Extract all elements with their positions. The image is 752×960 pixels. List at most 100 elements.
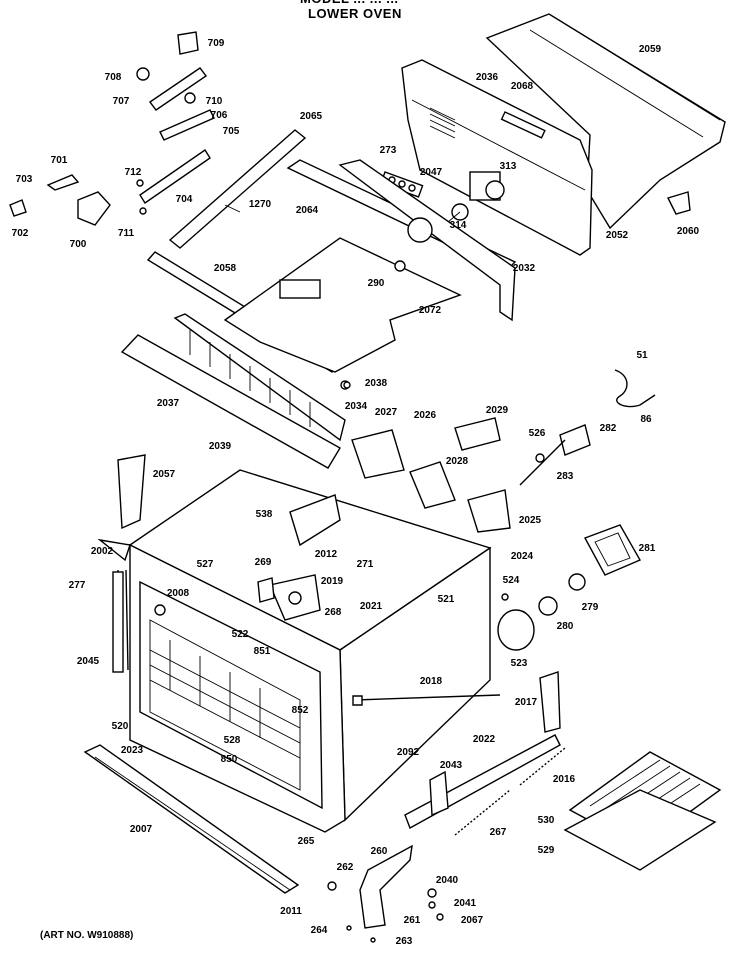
vent-panel-2037 <box>120 313 346 469</box>
callout-86: 86 <box>640 414 652 425</box>
callout-2040: 2040 <box>435 875 459 886</box>
relay-313 <box>447 171 505 223</box>
callout-2072: 2072 <box>418 305 442 316</box>
callout-2021: 2021 <box>359 601 383 612</box>
callout-2027: 2027 <box>374 407 398 418</box>
callout-701: 701 <box>50 155 68 166</box>
callout-521: 521 <box>437 594 455 605</box>
callout-2026: 2026 <box>413 410 437 421</box>
callout-852: 852 <box>291 705 309 716</box>
callout-2057: 2057 <box>152 469 176 480</box>
callout-1270: 1270 <box>248 199 272 210</box>
callout-538: 538 <box>255 509 273 520</box>
latch-parts-704 <box>136 31 215 215</box>
callout-2045: 2045 <box>76 656 100 667</box>
callout-2037: 2037 <box>156 398 180 409</box>
callout-704: 704 <box>175 194 193 205</box>
sensor-282 <box>519 424 591 486</box>
callout-707: 707 <box>112 96 130 107</box>
callout-851: 851 <box>253 646 271 657</box>
brace-2057 <box>117 454 146 530</box>
callout-2011: 2011 <box>280 906 302 917</box>
callout-702: 702 <box>11 228 29 239</box>
callout-2025: 2025 <box>518 515 542 526</box>
light-assembly <box>497 524 641 651</box>
callout-2002: 2002 <box>90 546 114 557</box>
callout-283: 283 <box>556 471 574 482</box>
callout-522: 522 <box>231 629 249 640</box>
callout-2067: 2067 <box>460 915 484 926</box>
rod-2018 <box>354 694 501 701</box>
duct-parts <box>289 417 511 547</box>
callout-2036: 2036 <box>475 72 499 83</box>
callout-2059: 2059 <box>638 44 662 55</box>
callout-260: 260 <box>370 846 388 857</box>
callout-267: 267 <box>489 827 507 838</box>
callout-703: 703 <box>15 174 33 185</box>
callout-2018: 2018 <box>419 676 443 687</box>
callout-706: 706 <box>210 110 228 121</box>
art-number: (ART NO. W910888) <box>40 930 134 941</box>
callout-290: 290 <box>367 278 385 289</box>
callout-2007: 2007 <box>129 824 153 835</box>
callout-2028: 2028 <box>445 456 469 467</box>
oven-cavity-box <box>97 469 492 833</box>
callout-2058: 2058 <box>213 263 237 274</box>
callout-524: 524 <box>502 575 520 586</box>
callout-263: 263 <box>395 936 413 947</box>
callout-282: 282 <box>599 423 617 434</box>
callout-712: 712 <box>124 167 142 178</box>
callout-527: 527 <box>196 559 214 570</box>
door-hinge-260 <box>327 844 444 943</box>
diagram-subtitle: LOWER OVEN <box>308 6 402 21</box>
callout-2064: 2064 <box>295 205 319 216</box>
callout-705: 705 <box>222 126 240 137</box>
callout-528: 528 <box>223 735 241 746</box>
callout-700: 700 <box>69 239 87 250</box>
bracket-2065 <box>168 129 307 249</box>
callout-313: 313 <box>499 161 517 172</box>
callout-271: 271 <box>356 559 374 570</box>
callout-520: 520 <box>111 721 129 732</box>
callout-2008: 2008 <box>166 588 190 599</box>
callout-2038: 2038 <box>364 378 388 389</box>
callout-529: 529 <box>537 845 555 856</box>
callout-850: 850 <box>220 754 238 765</box>
callout-277: 277 <box>68 580 86 591</box>
trim-2045 <box>112 571 124 673</box>
callout-51: 51 <box>636 350 648 361</box>
callout-269: 269 <box>254 557 272 568</box>
callout-2017: 2017 <box>514 697 538 708</box>
switch-2019 <box>257 574 321 621</box>
callout-2043: 2043 <box>439 760 463 771</box>
trim-2007 <box>83 744 300 894</box>
callout-2065: 2065 <box>299 111 323 122</box>
callout-2022: 2022 <box>472 734 496 745</box>
callout-2068: 2068 <box>510 81 534 92</box>
callout-281: 281 <box>638 543 656 554</box>
spring-2016 <box>519 747 566 786</box>
latch-assembly-700 <box>9 174 111 226</box>
callout-2047: 2047 <box>419 167 443 178</box>
callout-2029: 2029 <box>485 405 509 416</box>
callout-262: 262 <box>336 862 354 873</box>
callout-2041: 2041 <box>453 898 477 909</box>
callout-2019: 2019 <box>320 576 344 587</box>
callout-2012: 2012 <box>314 549 338 560</box>
callout-2016: 2016 <box>552 774 576 785</box>
callout-2060: 2060 <box>676 226 700 237</box>
bracket-2017 <box>539 671 561 733</box>
callout-2032: 2032 <box>512 263 536 274</box>
top-cover-2059 <box>485 13 726 230</box>
callout-708: 708 <box>104 72 122 83</box>
callout-264: 264 <box>310 925 328 936</box>
callout-273: 273 <box>379 145 397 156</box>
callout-709: 709 <box>207 38 225 49</box>
callout-280: 280 <box>556 621 574 632</box>
callout-279: 279 <box>581 602 599 613</box>
rail-2064 <box>286 159 517 322</box>
callout-268: 268 <box>324 607 342 618</box>
callout-2092: 2092 <box>396 747 420 758</box>
callout-2052: 2052 <box>605 230 629 241</box>
